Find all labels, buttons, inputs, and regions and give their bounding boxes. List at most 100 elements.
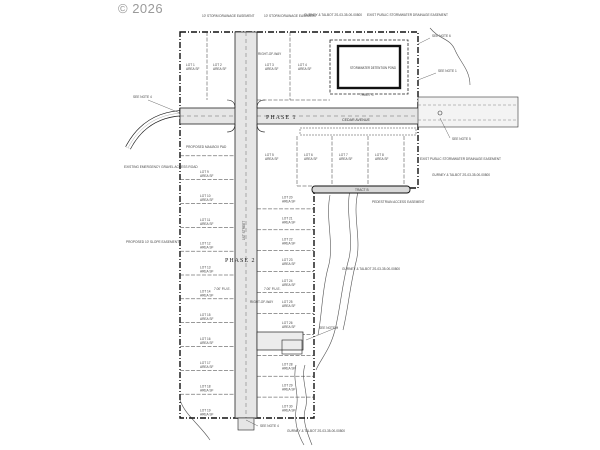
lot-number: LOT 18	[200, 385, 211, 389]
pue-label-east: 7.00' P.U.E.	[264, 287, 281, 291]
lot-number: LOT 1	[186, 63, 195, 67]
lot-area: AREA SF	[282, 220, 296, 224]
lot-area: AREA SF	[265, 157, 279, 161]
lot-number: LOT 25	[282, 300, 293, 304]
exist-drainage-label-2: EXIST PUBLIC STORMWATER DRAINAGE EASEMEN…	[420, 157, 501, 161]
lot-area: AREA SF	[282, 388, 296, 392]
lot-number: LOT 21	[282, 216, 293, 220]
tract-pond-outer	[329, 39, 409, 95]
lot-area: AREA SF	[200, 341, 214, 345]
road-extension-east	[417, 96, 519, 128]
lot-area: AREA SF	[265, 67, 279, 71]
gurney-label-3: GURNEY & TALBOT 2S-03-35-00-00800	[342, 267, 400, 271]
lot-number: LOT 20	[282, 195, 293, 199]
lot-area: AREA SF	[200, 222, 214, 226]
exist-drainage-label-1: EXIST PUBLIC STORMWATER DRAINAGE EASEMEN…	[367, 13, 448, 17]
street-a-label: CEDAR AVENUE	[342, 118, 370, 122]
lot-area: AREA SF	[282, 241, 296, 245]
lot-area: AREA SF	[282, 325, 296, 329]
lot-number: LOT 7	[339, 153, 348, 157]
lot-number: LOT 14	[200, 289, 211, 293]
lot-number: LOT 13	[200, 265, 211, 269]
lot-area: AREA SF	[200, 412, 214, 416]
lot-number: LOT 23	[282, 258, 293, 262]
lot-area: AREA SF	[282, 199, 296, 203]
lot-area: AREA SF	[200, 293, 214, 297]
lot-number: LOT 17	[200, 361, 211, 365]
leader-lines	[147, 37, 451, 427]
lot-area: AREA SF	[200, 246, 214, 250]
lot-area: AREA SF	[200, 317, 214, 321]
lot-area: AREA SF	[375, 157, 389, 161]
turnaround-stub	[281, 339, 303, 355]
slope-easement-label: PROPOSED 10' SLOPE EASEMENT	[126, 240, 179, 244]
lot-area: AREA SF	[282, 367, 296, 371]
road-extension-south	[237, 417, 255, 431]
development-boundary	[179, 31, 419, 419]
lot-number: LOT 5	[265, 153, 274, 157]
lot-number: LOT 4	[298, 63, 307, 67]
ped-access-label: PEDESTRIAN ACCESS EASEMENT	[372, 200, 425, 204]
tract-c-label: TRACT C	[360, 93, 374, 97]
lot-number: LOT 29	[282, 384, 293, 388]
right-of-way-label-2: RIGHT-OF-WAY	[250, 300, 274, 304]
lot-area: AREA SF	[298, 67, 312, 71]
lot-area: AREA SF	[200, 174, 214, 178]
terrain-lines	[179, 27, 471, 446]
lot-area: AREA SF	[200, 389, 214, 393]
existing-access-road-label: EXISTING EMERGENCY GRAVEL ACCESS ROAD	[124, 165, 198, 169]
lot-area: AREA SF	[200, 365, 214, 369]
lot-number: LOT 24	[282, 279, 293, 283]
lot-area: AREA SF	[282, 283, 296, 287]
lot-number: LOT 28	[282, 363, 293, 367]
see-note-1-label: SEE NOTE 1	[438, 69, 457, 73]
drainage-easement-2: 10' STORM DRAINAGE EASEMENT	[264, 14, 316, 18]
lot-number: LOT 19	[200, 408, 211, 412]
gurney-label-1: GURNEY & TALBOT 2S-03-35-00-00800	[304, 13, 362, 17]
lot-area: AREA SF	[186, 67, 200, 71]
lot-number: LOT 16	[200, 337, 211, 341]
see-note-5-label: SEE NOTE 5	[452, 137, 471, 141]
lot-number: LOT 11	[200, 218, 211, 222]
tract-b	[311, 185, 411, 194]
gurney-label-4: GURNEY & TALBOT 2S-03-35-00-00800	[287, 429, 345, 433]
copyright-watermark: © 2026	[118, 1, 164, 16]
lot-area: AREA SF	[339, 157, 353, 161]
see-note-6-label: SEE NOTE 6	[432, 34, 451, 38]
tract-b-label: TRACT B	[355, 188, 369, 192]
lot-number: LOT 10	[200, 194, 211, 198]
detention-pond	[336, 44, 402, 90]
tract-a	[299, 127, 417, 136]
hydrant-marker	[437, 110, 443, 116]
right-of-way-label-1: RIGHT-OF-WAY	[258, 52, 282, 56]
lot-number: LOT 2	[213, 63, 222, 67]
see-note-4-label-a: SEE NOTE 4	[133, 95, 152, 99]
lot-area: AREA SF	[282, 409, 296, 413]
gurney-label-2: GURNEY & TALBOT 2S-03-35-00-00800	[432, 173, 490, 177]
lot-number: LOT 30	[282, 405, 293, 409]
lot-number: LOT 6	[304, 153, 313, 157]
see-note-3-label: SEE NOTE 3	[319, 326, 338, 330]
mailbox-pad-label: PROPOSED MAILBOX PAD	[186, 145, 227, 149]
pue-label-west: 7.00' P.U.E.	[214, 287, 231, 291]
street-b-label: 1ST STREET	[242, 221, 246, 240]
lot-number: LOT 26	[282, 321, 293, 325]
lot-number: LOT 9	[200, 170, 209, 174]
lot-number: LOT 15	[200, 313, 211, 317]
lot-number: LOT 22	[282, 237, 293, 241]
phase-1-label: PHASE 1	[266, 115, 297, 121]
drainage-easement-1: 10' STORM DRAINAGE EASEMENT	[202, 14, 254, 18]
turnaround	[256, 331, 304, 351]
lot-area: AREA SF	[282, 304, 296, 308]
lot-number: LOT 8	[375, 153, 384, 157]
phase-2-label: PHASE 2	[225, 258, 256, 264]
lot-lines	[180, 32, 405, 398]
lot-area: AREA SF	[213, 67, 227, 71]
lot-number: LOT 12	[200, 242, 211, 246]
detention-pond-label: STORMWATER DETENTION POND	[350, 66, 396, 70]
lot-number: LOT 3	[265, 63, 274, 67]
lot-area: AREA SF	[282, 262, 296, 266]
lot-area: AREA SF	[200, 269, 214, 273]
lot-area: AREA SF	[304, 157, 318, 161]
